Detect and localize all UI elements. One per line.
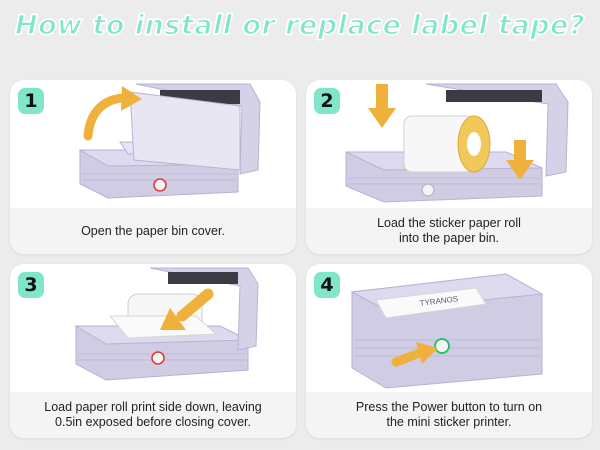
- caption-line: Load the sticker paper roll: [377, 216, 521, 230]
- caption-line: Open the paper bin cover.: [81, 223, 225, 238]
- caption-line: Load paper roll print side down, leaving: [44, 400, 262, 414]
- step-number-badge: 1: [18, 88, 44, 114]
- caption-line: Press the Power button to turn on: [355, 400, 543, 414]
- caption-line: the mini sticker printer.: [386, 415, 512, 429]
- step-card-1: 1 Open the paper bin cover.: [10, 80, 296, 254]
- printer-paper-feed-illustration: [10, 264, 296, 390]
- step-card-4: TYRANOS 4 Press the Power button to turn…: [306, 264, 592, 438]
- step-number-badge: 3: [18, 272, 44, 298]
- power-button-indicator: [153, 178, 167, 192]
- step-caption: Press the Power button to turn on the mi…: [306, 392, 592, 438]
- step-caption: Load the sticker paper roll into the pap…: [306, 208, 592, 254]
- step-number-badge: 4: [314, 272, 340, 298]
- printer-open-illustration: [10, 80, 296, 206]
- printer-power-on-illustration: TYRANOS: [306, 264, 592, 390]
- caption-line: into the paper bin.: [398, 231, 500, 245]
- caption-line: 0.5in exposed before closing cover.: [55, 415, 251, 429]
- step-caption: Load paper roll print side down, leaving…: [10, 392, 296, 438]
- power-button-indicator: [434, 338, 450, 354]
- step-caption: Open the paper bin cover.: [10, 208, 296, 254]
- step-card-3: 3 Load paper roll print side down, leavi…: [10, 264, 296, 438]
- step-card-2: 2 Load the sticker paper roll into the p…: [306, 80, 592, 254]
- page-title: How to install or replace label tape?: [14, 9, 586, 42]
- printer-load-roll-illustration: [306, 80, 592, 206]
- step-number-badge: 2: [314, 88, 340, 114]
